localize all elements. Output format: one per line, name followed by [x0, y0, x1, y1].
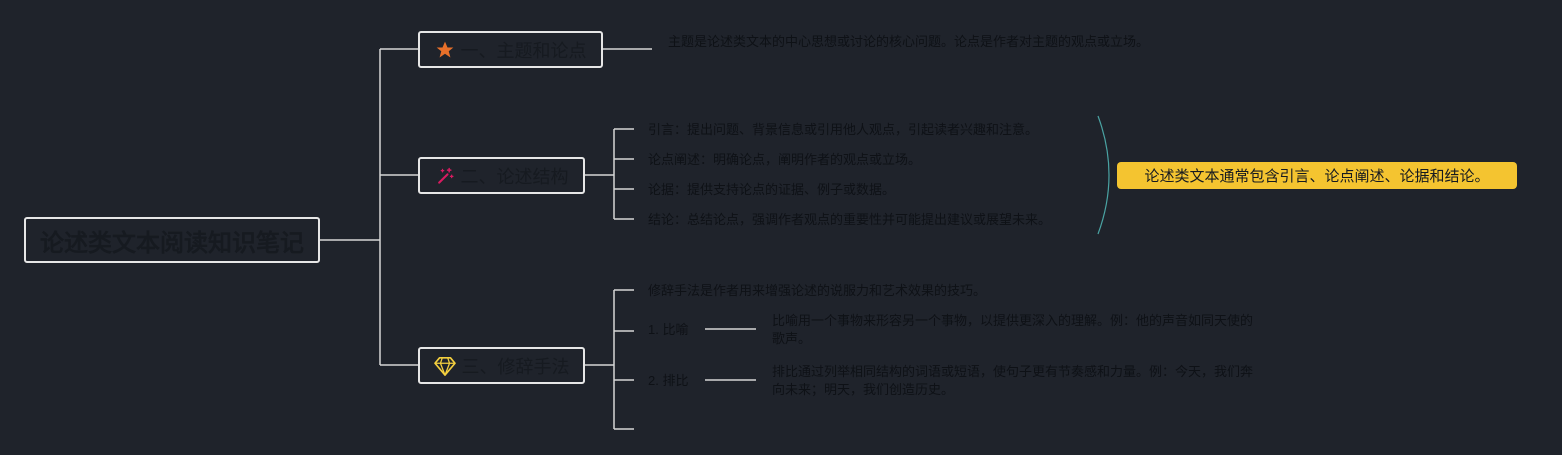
magic-wand-icon: [435, 166, 455, 186]
theme-note[interactable]: 主题是论述类文本的中心思想或讨论的核心问题。论点是作者对主题的观点或立场。: [668, 34, 1150, 49]
structure-summary[interactable]: 论述类文本通常包含引言、论点阐述、论据和结论。: [1117, 162, 1517, 189]
structure-item-argument[interactable]: 论点阐述：明确论点，阐明作者的观点或立场。: [648, 152, 922, 167]
branch-rhetoric[interactable]: 三、修辞手法: [418, 347, 585, 384]
parallelism-desc[interactable]: 排比通过列举相同结构的词语或短语，使句子更有节奏感和力量。例：今天，我们奔向未来…: [772, 364, 1254, 397]
rhetoric-intro[interactable]: 修辞手法是作者用来增强论述的说服力和艺术效果的技巧。: [648, 283, 987, 298]
root-title: 论述类文本阅读知识笔记: [40, 229, 304, 257]
summary-label: 论述类文本通常包含引言、论点阐述、论据和结论。: [1144, 168, 1490, 185]
branch-theme-argument[interactable]: 一、主题和论点: [418, 31, 603, 68]
summary-bracket: [1097, 115, 1110, 235]
branch-label: 二、论述结构: [460, 166, 569, 187]
root-topic[interactable]: 论述类文本阅读知识笔记: [24, 217, 320, 263]
rhetoric-sub-metaphor[interactable]: 1. 比喻: [648, 322, 689, 337]
metaphor-desc[interactable]: 比喻用一个事物来形容另一个事物，以提供更深入的理解。例：他的声音如同天使的歌声。: [772, 313, 1254, 346]
branch-structure[interactable]: 二、论述结构: [418, 157, 585, 194]
diamond-icon: [433, 356, 456, 376]
branch-label: 一、主题和论点: [460, 40, 587, 61]
structure-item-evidence[interactable]: 论据：提供支持论点的证据、例子或数据。: [648, 182, 896, 197]
structure-item-conclusion[interactable]: 结论：总结论点，强调作者观点的重要性并可能提出建议或展望未来。: [648, 212, 1052, 227]
rhetoric-sub-parallelism[interactable]: 2. 排比: [648, 373, 689, 388]
branch-label: 三、修辞手法: [461, 356, 570, 377]
star-icon: [435, 40, 455, 60]
structure-item-intro[interactable]: 引言：提出问题、背景信息或引用他人观点，引起读者兴趣和注意。: [648, 122, 1039, 137]
